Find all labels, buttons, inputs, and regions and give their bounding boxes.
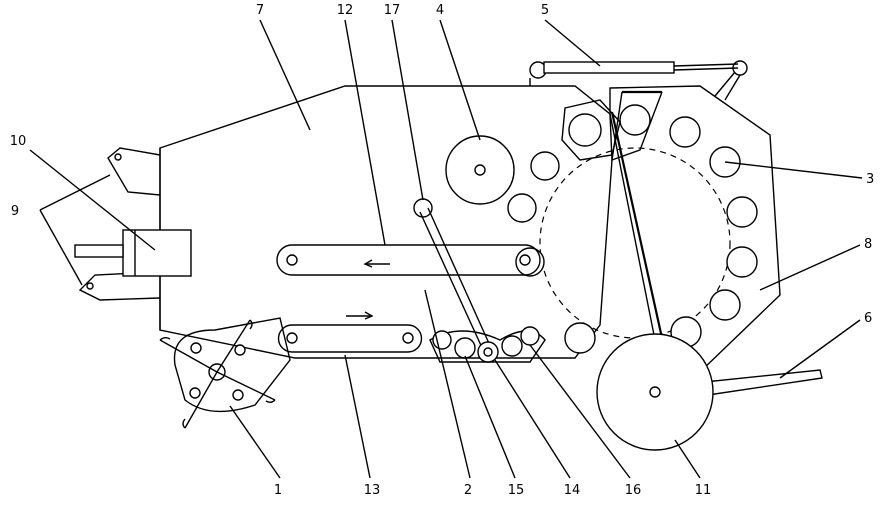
label-4: 4	[436, 3, 444, 18]
hydraulic-cylinder	[529, 60, 748, 101]
label-1: 1	[274, 483, 282, 498]
roller-hex-bracket	[561, 99, 621, 161]
lower-conveyor	[277, 311, 423, 353]
label-13: 13	[364, 483, 381, 498]
label-9: 9	[11, 204, 19, 219]
label-11: 11	[695, 483, 712, 498]
leader-lines	[29, 19, 863, 479]
label-3: 3	[866, 172, 874, 187]
label-2: 2	[464, 483, 472, 498]
hitch-brackets	[78, 147, 161, 301]
label-14: 14	[564, 483, 581, 498]
upper-conveyor	[276, 244, 541, 276]
feeding-rollers	[429, 326, 546, 363]
pickup-unit	[159, 317, 291, 429]
gearbox	[74, 229, 192, 277]
label-5: 5	[541, 3, 549, 18]
label-10: 10	[10, 134, 27, 149]
label-12: 12	[337, 3, 354, 18]
chamber-rollers	[507, 104, 758, 354]
label-16: 16	[625, 483, 642, 498]
callout-labels: 1 2 3 4 5 6 7 8 9 10 11 12 13 14 15 16 1…	[10, 3, 875, 498]
label-8: 8	[864, 237, 872, 252]
machine-frame	[159, 85, 613, 359]
label-6: 6	[864, 311, 872, 326]
label-7: 7	[256, 3, 264, 18]
label-15: 15	[508, 483, 525, 498]
gear-4	[445, 135, 515, 205]
wheel	[596, 333, 714, 451]
drawbar	[704, 369, 823, 396]
label-17: 17	[384, 3, 401, 18]
